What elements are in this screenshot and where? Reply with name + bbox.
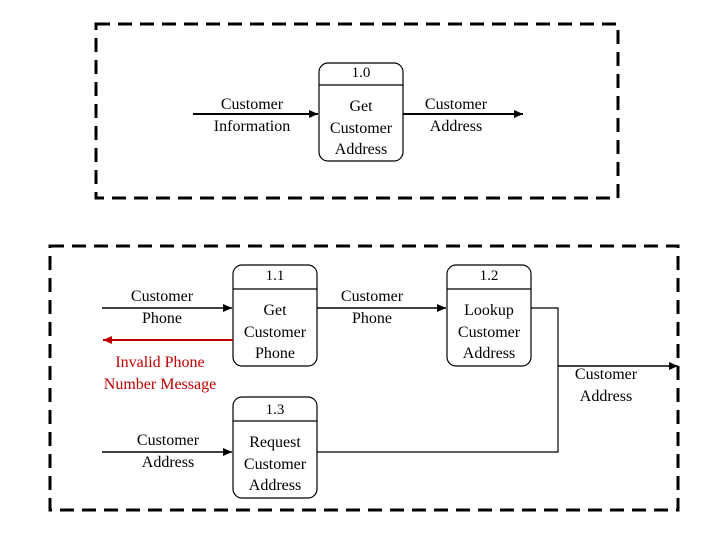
process-1-3-id: 1.3 <box>265 402 285 418</box>
bottom-boundary <box>48 244 680 512</box>
process-1-3 <box>232 396 318 499</box>
process-1-2-id: 1.2 <box>479 268 499 284</box>
top-boundary <box>94 22 620 200</box>
process-1-0-id: 1.0 <box>351 65 371 81</box>
process-1-1-id: 1.1 <box>265 268 285 284</box>
process-1-2 <box>446 264 532 367</box>
process-1-1 <box>232 264 318 367</box>
flow-lookup-to-request-line <box>317 307 559 453</box>
process-1-0 <box>318 62 404 162</box>
